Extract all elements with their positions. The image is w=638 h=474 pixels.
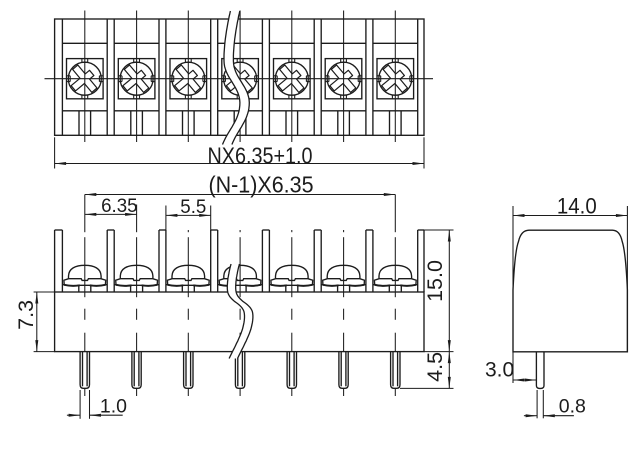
svg-text:(N-1)X6.35: (N-1)X6.35 — [208, 172, 313, 198]
svg-text:4.5: 4.5 — [423, 352, 447, 382]
svg-text:5.5: 5.5 — [180, 197, 206, 218]
svg-text:0.8: 0.8 — [559, 396, 586, 418]
svg-text:15.0: 15.0 — [423, 260, 447, 302]
svg-text:NX6.35+1.0: NX6.35+1.0 — [208, 143, 313, 169]
svg-text:1.0: 1.0 — [100, 395, 127, 417]
svg-text:14.0: 14.0 — [557, 194, 597, 219]
svg-text:7.3: 7.3 — [14, 300, 38, 330]
svg-text:3.0: 3.0 — [485, 358, 514, 381]
svg-text:6.35: 6.35 — [101, 196, 137, 217]
